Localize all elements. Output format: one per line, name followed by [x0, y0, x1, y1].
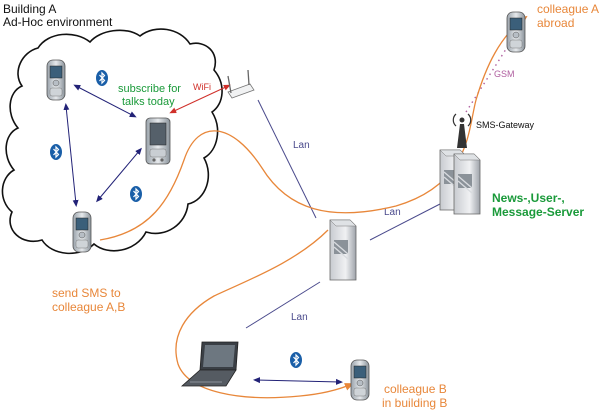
colleague-a-label-line2: abroad [537, 16, 574, 30]
bt-link-phone-phone [63, 103, 79, 207]
server-label-line1: News-,User-, [492, 191, 565, 205]
colleague-b-label-line1: colleague B [384, 382, 447, 396]
phone-icon [46, 59, 66, 101]
news-user-message-server-icon [439, 149, 481, 215]
bt-link-phone-pda [73, 84, 137, 118]
sms-route-to-colleague-a [99, 15, 528, 241]
bt-link-laptop-phone-b [253, 377, 343, 385]
sms-gateway-tower-icon [452, 113, 472, 148]
bluetooth-icon [129, 185, 143, 203]
send-sms-label-line1: send SMS to [52, 286, 121, 300]
laptop-icon [180, 341, 239, 387]
lan-label-right: Lan [384, 207, 401, 218]
server-label-line2: Message-Server [492, 205, 584, 219]
colleague-a-phone-icon [506, 11, 526, 53]
bluetooth-icon [289, 351, 303, 369]
gsm-link [465, 45, 509, 113]
subscribe-label-line1: subscribe for [118, 83, 181, 95]
bluetooth-icon [49, 143, 63, 161]
lan-line-switch-laptop [245, 281, 321, 329]
colleague-a-label-line1: colleague A [537, 2, 599, 16]
sms-route-to-colleague-b [175, 229, 354, 399]
colleague-b-phone-icon [350, 359, 370, 401]
gsm-label: GSM [494, 69, 515, 79]
ad-hoc-cloud [1, 28, 223, 255]
ad-hoc-environment-label: Ad-Hoc environment [3, 15, 113, 29]
wifi-label: WiFi [193, 82, 211, 92]
lan-line-ap-switch [257, 99, 317, 219]
bt-link-phone-pda-lower [96, 147, 142, 203]
send-sms-label-line2: colleague A,B [52, 300, 125, 314]
pda-icon [145, 117, 171, 165]
building-a-title: Building A [3, 2, 56, 16]
phone-icon [72, 211, 92, 253]
lan-label-bottom: Lan [291, 312, 308, 323]
lan-line-switch-server [369, 203, 441, 241]
wifi-access-point-icon [227, 69, 255, 99]
lan-switch-icon [329, 219, 357, 281]
sms-gateway-label: SMS-Gateway [476, 120, 535, 130]
wifi-link [169, 84, 231, 114]
subscribe-label-line2: talks today [122, 96, 175, 108]
lan-label-top: Lan [293, 140, 310, 151]
bluetooth-icon [95, 69, 109, 87]
colleague-b-label-line2: in building B [382, 396, 447, 410]
